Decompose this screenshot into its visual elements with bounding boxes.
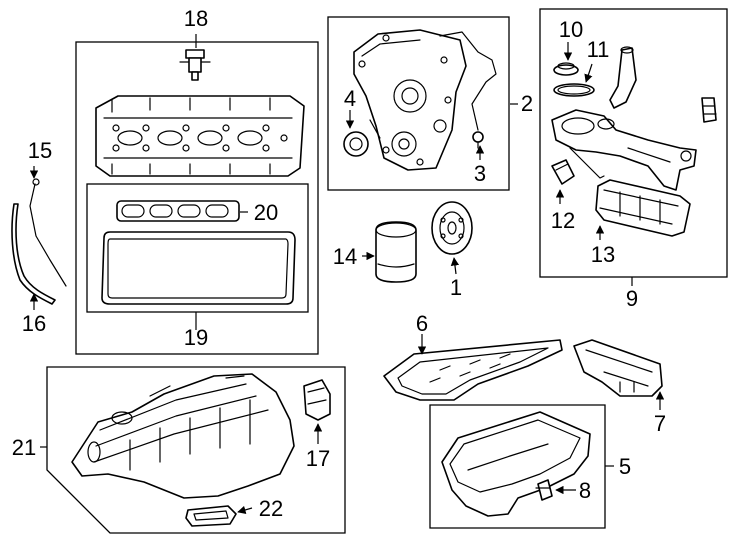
oil-filter-adapter-part[interactable] — [551, 109, 697, 191]
oil-pan-part[interactable] — [441, 411, 591, 517]
valve-cover-part[interactable] — [95, 95, 305, 177]
callout-12: 12 — [551, 208, 575, 233]
intake-sensor-part[interactable] — [303, 379, 331, 421]
callout-20: 20 — [254, 200, 278, 225]
drain-plug-part[interactable] — [535, 479, 553, 501]
callout-3: 3 — [474, 161, 486, 186]
timing-cover-group-frame — [327, 16, 510, 191]
callout-15: 15 — [28, 138, 52, 163]
crankshaft-seal-part[interactable] — [343, 131, 369, 157]
oil-pan-gasket-part[interactable] — [383, 339, 563, 401]
oil-pan-lower-part[interactable] — [573, 339, 663, 397]
timing-cover-gasket-part[interactable] — [439, 31, 497, 131]
callout-8: 8 — [579, 478, 591, 503]
callout-4: 4 — [344, 86, 356, 111]
intake-manifold-part[interactable] — [71, 373, 295, 499]
callout-5: 5 — [619, 454, 631, 479]
callout-22: 22 — [259, 496, 283, 521]
callout-21: 21 — [12, 435, 36, 460]
timing-cover-part[interactable] — [353, 29, 467, 171]
callout-9: 9 — [626, 286, 638, 311]
valve-cover-gasket-part[interactable] — [101, 231, 296, 305]
gasket-subgroup-frame — [86, 183, 309, 313]
intake-manifold-group-frame — [46, 366, 346, 534]
callout-6: 6 — [416, 311, 428, 336]
housing-hose-part[interactable] — [609, 46, 637, 109]
filter-plug-part[interactable] — [551, 159, 575, 185]
pcv-valve-part[interactable] — [179, 49, 211, 81]
oil-pressure-sensor-part[interactable] — [701, 97, 717, 123]
timing-cover-bolt-part[interactable] — [472, 131, 484, 149]
dipstick-part[interactable] — [29, 178, 67, 287]
callout-19: 19 — [184, 325, 208, 350]
oil-filter-part[interactable] — [375, 221, 417, 283]
callout-2: 2 — [521, 91, 533, 116]
dipstick-tube-part[interactable] — [11, 203, 56, 305]
oil-pan-group-frame — [429, 404, 606, 529]
callout-17: 17 — [306, 446, 330, 471]
valve-cover-group-frame — [75, 41, 319, 355]
housing-o-ring-part[interactable] — [553, 83, 595, 97]
callout-10: 10 — [559, 17, 583, 42]
oil-filter-housing-group-frame — [539, 8, 728, 278]
callout-1: 1 — [450, 275, 462, 300]
callout-18: 18 — [184, 6, 208, 31]
vibration-damper-part[interactable] — [431, 201, 473, 255]
callout-16: 16 — [22, 311, 46, 336]
callout-11: 11 — [587, 37, 610, 62]
spark-plug-seal-part[interactable] — [116, 200, 240, 222]
intake-gasket-part[interactable] — [185, 505, 237, 527]
housing-cap-part[interactable] — [553, 62, 579, 76]
leader-lines — [29, 34, 665, 514]
oil-cooler-part[interactable] — [595, 179, 691, 237]
callout-7: 7 — [654, 411, 666, 436]
callout-14: 14 — [333, 244, 357, 269]
callout-13: 13 — [591, 242, 615, 267]
